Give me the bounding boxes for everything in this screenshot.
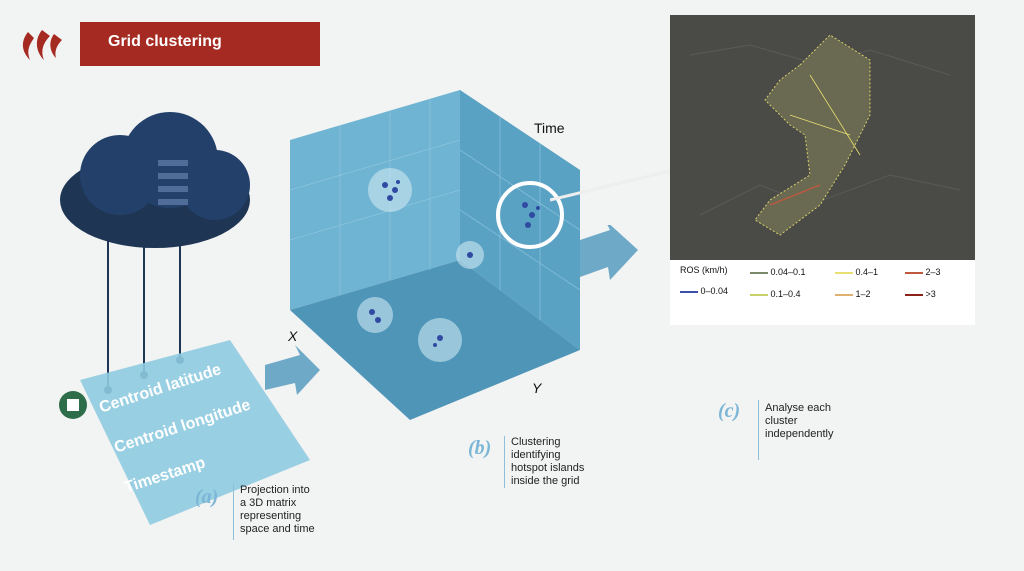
legend-swatch: [835, 293, 853, 296]
cloud-icon: [60, 112, 250, 248]
legend-item: 2–3: [905, 267, 941, 277]
legend-swatch: [680, 290, 698, 293]
excel-icon: [59, 391, 87, 419]
arrow-icon: [265, 345, 320, 395]
space-time-cube: [289, 90, 581, 420]
letter-c: (c): [718, 400, 741, 422]
divider-a: [233, 484, 234, 540]
data-card: [80, 340, 310, 525]
axis-y-label: Y: [532, 380, 542, 396]
page-title: Grid clustering: [108, 33, 222, 50]
letter-a: (a): [195, 486, 219, 508]
legend-item: 1–2: [835, 289, 871, 299]
legend-title: ROS (km/h): [680, 265, 728, 275]
arrow-icon: [580, 225, 638, 280]
legend-item: 0.1–0.4: [750, 289, 801, 299]
legend-item: 0.04–0.1: [750, 267, 806, 277]
flame-logo-icon: [22, 30, 62, 60]
header-banner: [80, 22, 320, 66]
legend-item: >3: [905, 289, 936, 299]
cluster-map: [670, 15, 975, 260]
legend-swatch: [835, 271, 853, 274]
legend-swatch: [905, 271, 923, 274]
divider-c: [758, 400, 759, 460]
legend-item: 0–0.04: [680, 286, 728, 296]
axis-time-label: Time: [534, 120, 565, 136]
legend-swatch: [905, 293, 923, 296]
legend-item: 0.4–1: [835, 267, 878, 277]
divider-b: [504, 436, 505, 488]
cloud-graphic: [60, 112, 250, 394]
legend-swatch: [750, 293, 768, 296]
map-panel: ROS (km/h) 0–0.04 0.04–0.1 0.1–0.4 0.4–1…: [670, 15, 975, 325]
legend-swatch: [750, 271, 768, 274]
letter-b: (b): [468, 437, 492, 459]
legend: 0–0.04 0.04–0.1 0.1–0.4 0.4–1 1–2 2–3 >3: [680, 267, 970, 319]
axis-x-label: X: [288, 328, 298, 344]
